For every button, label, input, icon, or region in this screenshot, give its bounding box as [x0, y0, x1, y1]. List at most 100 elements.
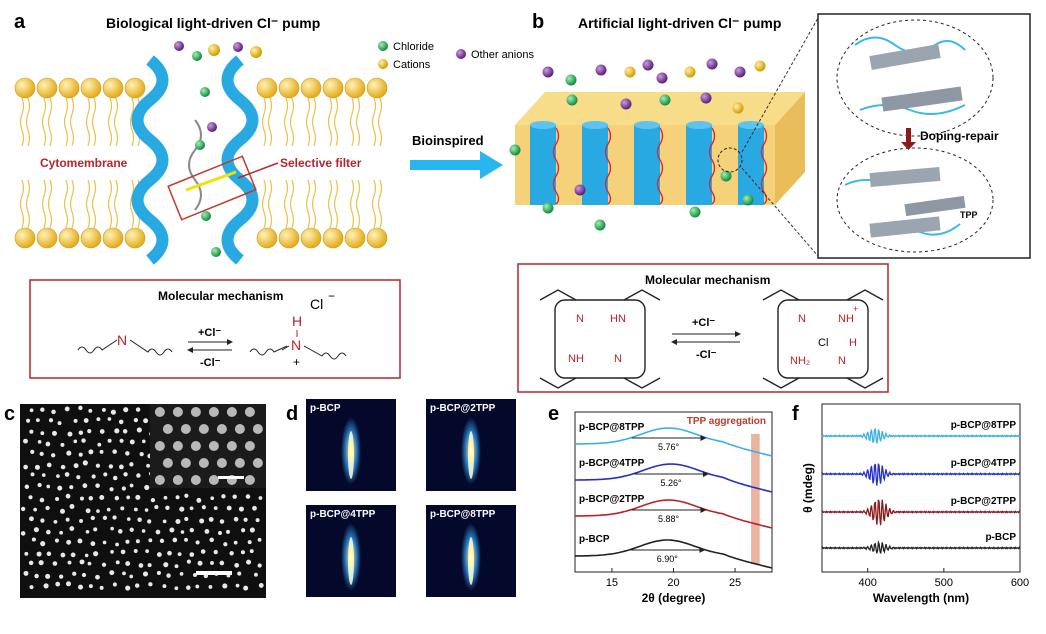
afm-dot	[70, 552, 76, 558]
panel-e-letter: e	[548, 403, 559, 425]
afm-inset-dot	[172, 407, 183, 417]
diffraction-label: p-BCP@8TPP	[430, 509, 496, 520]
afm-dot	[144, 508, 149, 512]
porphyrin-protonated-n2: N	[838, 355, 846, 367]
afm-dot	[148, 582, 153, 587]
afm-dot	[123, 407, 129, 413]
afm-dot	[36, 551, 42, 557]
afm-inset-dot	[190, 407, 201, 417]
afm-dot	[24, 551, 29, 556]
afm-dot	[257, 563, 262, 568]
ion-channel-helices	[131, 55, 259, 265]
afm-dot	[29, 429, 34, 434]
afm-dot	[112, 475, 118, 481]
legend-cations: Cations	[393, 59, 431, 71]
afm-dot	[60, 464, 66, 470]
pore-cylinder	[686, 125, 712, 205]
afm-dot	[134, 583, 140, 588]
cd-series-line	[821, 427, 1021, 444]
afm-inset-dot	[252, 458, 263, 468]
cytomembrane-label: Cytomembrane	[40, 156, 128, 170]
afm-dot	[112, 582, 117, 587]
afm-dot	[195, 540, 200, 545]
afm-dot	[114, 495, 120, 501]
afm-dot	[107, 417, 112, 421]
lipid-tail	[85, 179, 91, 229]
lipid-tail	[377, 179, 383, 229]
afm-dot	[156, 570, 161, 576]
afm-dot	[144, 484, 150, 491]
afm-dot	[174, 586, 179, 591]
afm-dot	[35, 418, 40, 423]
afm-dot	[162, 584, 167, 589]
afm-dot	[225, 529, 231, 534]
afm-dot	[78, 405, 83, 411]
fwhm-value: 6.90°	[657, 554, 679, 564]
chloride-legend-icon	[378, 41, 388, 51]
afm-dot	[81, 572, 87, 578]
afm-dot	[39, 451, 44, 457]
afm-dot	[65, 517, 70, 522]
pore-top	[634, 121, 660, 129]
x-tick-label: 15	[606, 577, 618, 589]
afm-dot	[210, 496, 215, 501]
afm-dot	[82, 483, 88, 489]
pore-cylinder	[634, 125, 660, 205]
afm-dot	[143, 418, 149, 424]
lipid-tail	[91, 97, 97, 147]
afm-dot	[155, 529, 161, 535]
scale-bar	[196, 571, 232, 575]
selective-filter-label: Selective filter	[280, 156, 362, 170]
cation-legend-icon	[378, 59, 388, 69]
afm-dot	[73, 463, 79, 469]
xrd-series-label: p-BCP@8TPP	[579, 422, 645, 433]
anion-dot	[620, 98, 632, 110]
chloride-dot	[195, 140, 205, 150]
afm-dot	[223, 542, 228, 547]
porphyrin-n1: N	[576, 313, 584, 325]
lipid-tail	[371, 179, 377, 229]
anion-dot	[595, 64, 607, 76]
anion-dot	[574, 184, 586, 196]
xrd-series-label: p-BCP@2TPP	[579, 494, 645, 505]
afm-dot	[137, 517, 142, 522]
afm-inset-dot	[216, 458, 227, 468]
cd-series-label: p-BCP@4TPP	[951, 458, 1017, 469]
lipid-tail	[327, 97, 333, 147]
afm-dot	[102, 540, 107, 545]
afm-dot	[196, 497, 202, 503]
afm-dot	[129, 483, 134, 488]
afm-dot	[109, 487, 114, 492]
ammonium-n: N	[291, 337, 301, 353]
anion-dot	[542, 66, 554, 78]
lipid-head	[58, 227, 80, 249]
afm-dot	[95, 463, 101, 468]
chloride-dot	[689, 206, 701, 218]
afm-dot	[46, 551, 52, 557]
afm-dot	[115, 560, 120, 565]
afm-dot	[56, 474, 60, 478]
lipid-tail	[311, 97, 317, 147]
chart-frame	[821, 403, 1021, 573]
afm-dot	[59, 530, 63, 535]
afm-dot	[226, 505, 232, 511]
lipid-tail	[41, 97, 47, 147]
afm-dot	[148, 538, 153, 543]
cation-dot	[250, 46, 262, 58]
lipid-head	[58, 77, 80, 99]
afm-dot	[28, 495, 33, 500]
lipid-tail	[47, 179, 53, 229]
chloride-dot	[201, 211, 211, 221]
afm-dot	[72, 571, 77, 576]
afm-dot	[78, 584, 84, 590]
lipid-tail	[283, 97, 289, 147]
afm-dot	[101, 562, 107, 567]
afm-dot	[208, 585, 213, 589]
polymer-chain	[760, 127, 768, 205]
afm-dot	[139, 452, 144, 457]
porphyrin-cl: Cl	[818, 337, 828, 349]
afm-dot	[233, 516, 239, 522]
afm-dot	[192, 572, 197, 577]
afm-dot	[83, 418, 89, 423]
